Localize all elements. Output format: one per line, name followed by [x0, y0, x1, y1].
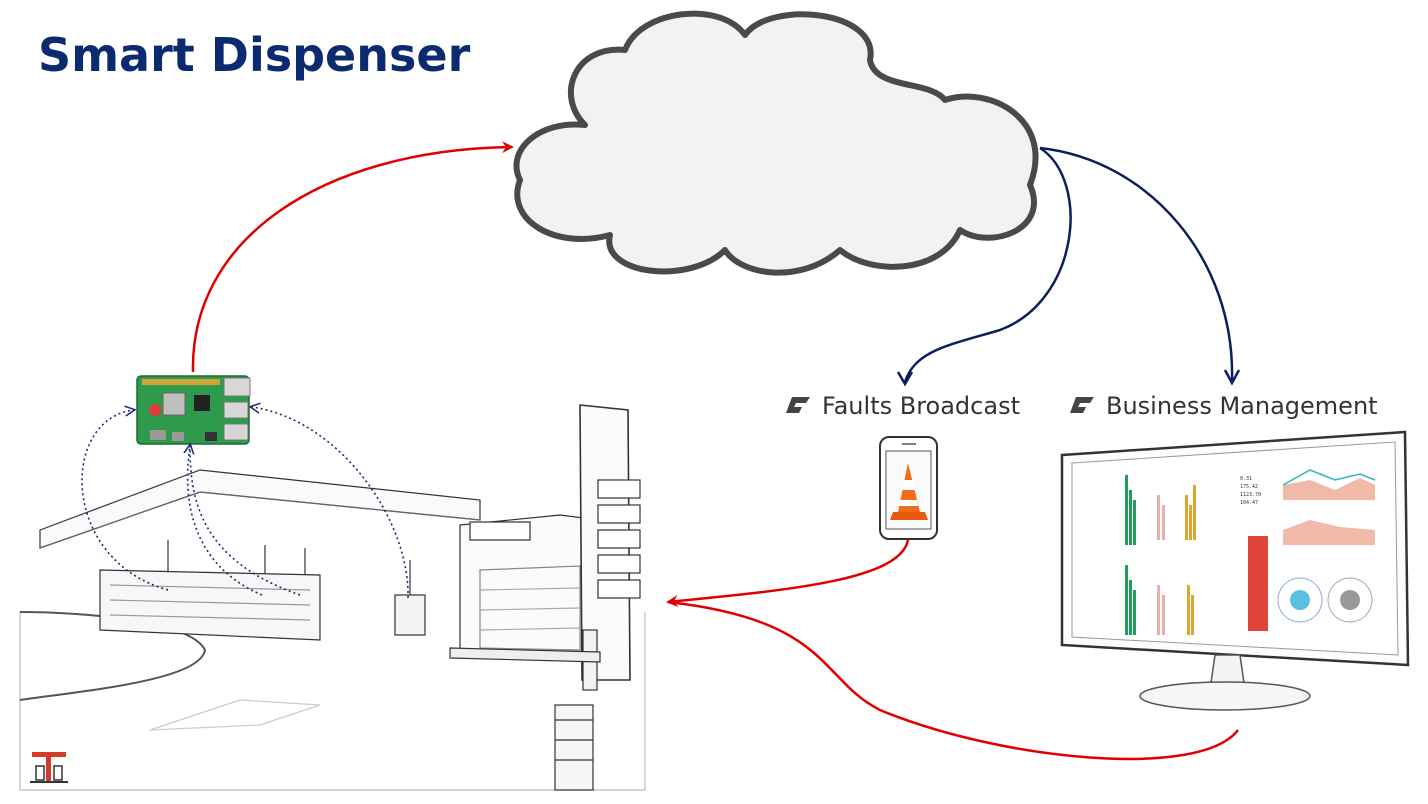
business-management-text: Business Management — [1106, 392, 1378, 420]
raspberry-pi-board-icon — [136, 375, 251, 445]
gas-station-illustration — [19, 404, 646, 791]
monitor-dashboard-icon — [1060, 430, 1410, 711]
stat-value: 1123.70 — [1240, 492, 1262, 498]
stat-value: 175.42 — [1240, 484, 1259, 490]
business-management-label: Business Management — [1068, 392, 1378, 420]
faults-broadcast-label: Faults Broadcast — [784, 392, 1020, 420]
arrow-cloud-to-faults — [903, 146, 1072, 383]
arrowhead-faults — [896, 371, 914, 387]
page-title: Smart Dispenser — [38, 28, 471, 82]
traffic-cone-icon — [890, 463, 928, 520]
arrow-board-to-cloud — [191, 141, 514, 373]
brand-logo-icon — [30, 752, 68, 783]
stat-value: 104.47 — [1240, 500, 1259, 506]
stat-value: 0.31 — [1240, 476, 1253, 482]
arrow-monitor-to-station — [667, 600, 1239, 761]
monitor-stats: 0.31 175.42 1123.70 104.47 — [1240, 475, 1276, 507]
arrowhead-business — [1223, 369, 1241, 386]
brand-mark-icon — [786, 397, 810, 413]
cloud-icon — [513, 10, 1039, 276]
arrow-phone-to-station — [666, 539, 910, 607]
faults-broadcast-text: Faults Broadcast — [822, 392, 1020, 420]
brand-mark-icon — [1070, 397, 1094, 413]
pump-to-board-links — [81, 407, 409, 599]
smartphone-icon — [879, 436, 938, 540]
arrow-cloud-to-business — [1039, 146, 1234, 381]
